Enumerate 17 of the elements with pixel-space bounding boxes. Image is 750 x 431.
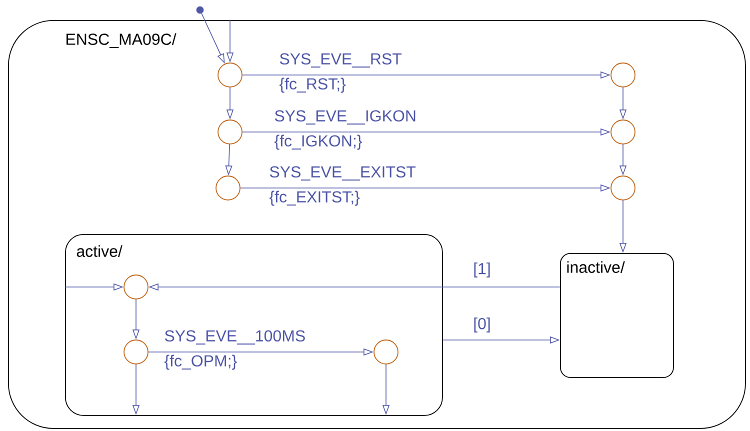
- junction-circle: [218, 120, 242, 144]
- junction-circle: [610, 62, 636, 88]
- junction-circle: [610, 120, 636, 144]
- edge-label: SYS_EVE__RST {fc_RST;}: [279, 53, 402, 93]
- edge-label: [0]: [474, 318, 490, 332]
- edge-label: SYS_EVE__IGKON {fc_IGKON;}: [274, 110, 416, 150]
- edge-label: SYS_EVE__EXITST {fc_EXITST;}: [269, 166, 416, 206]
- junction-circle: [216, 176, 240, 200]
- junction-circle: [218, 62, 242, 88]
- junction-circle: [610, 176, 636, 200]
- default-transition-dot: [196, 6, 204, 14]
- state-box: inactive/: [560, 253, 674, 378]
- edge-label: [1]: [474, 262, 490, 278]
- edge-label: SYS_EVE__100MS {fc_OPM;}: [164, 330, 305, 370]
- junction-circle: [374, 340, 398, 364]
- junction-circle: [124, 340, 148, 364]
- junction-circle: [124, 274, 148, 300]
